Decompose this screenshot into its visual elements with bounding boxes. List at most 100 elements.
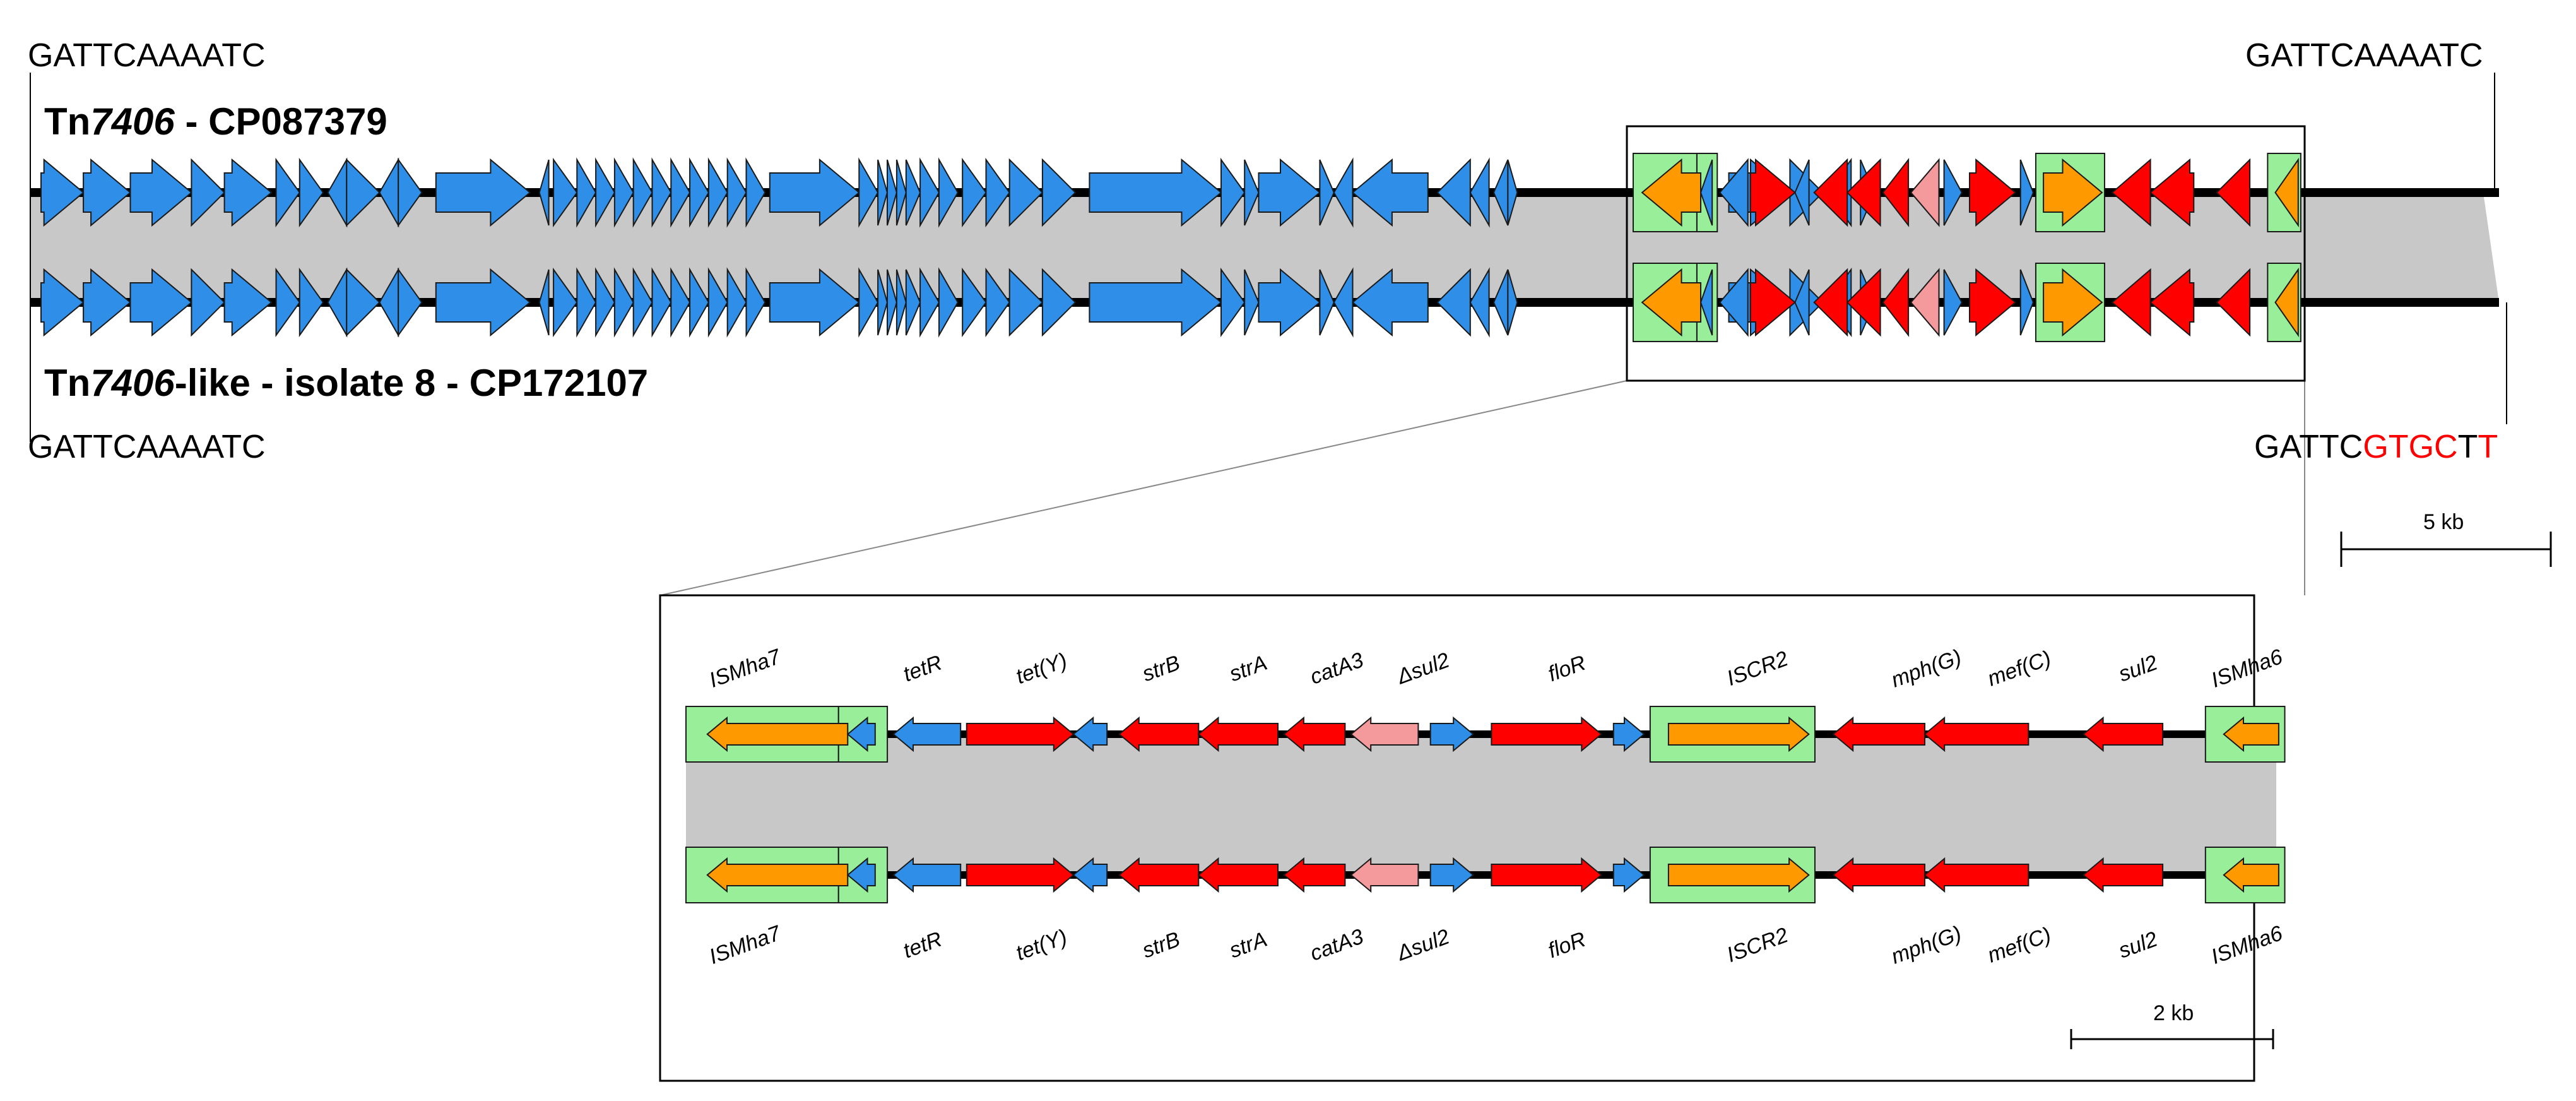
- gene-arrow: [706, 857, 849, 893]
- gene-arrow: [707, 267, 728, 338]
- site-bottom-left: GATTCAAAATC: [28, 429, 266, 465]
- gene-arrow: [553, 267, 578, 338]
- gene-arrow: [576, 157, 597, 228]
- title-rest: - CP087379: [174, 100, 387, 143]
- gene-arrow: [1244, 269, 1260, 336]
- title-number: 7406: [90, 100, 175, 143]
- gene-arrow: [83, 268, 132, 337]
- gene-arrow: [1699, 159, 1713, 226]
- gene-arrow: [538, 269, 550, 336]
- track-bottom-title: Tn7406-like - isolate 8 - CP172107: [44, 361, 648, 405]
- gene-arrow: [1244, 159, 1260, 226]
- overview-zoom-box: [1626, 125, 2306, 382]
- gene-arrow: [632, 267, 653, 338]
- gene-arrow: [689, 267, 710, 338]
- gene-arrow: [1350, 857, 1419, 893]
- gene-arrow: [613, 157, 634, 228]
- gene-arrow: [40, 158, 85, 227]
- gene-arrow: [2082, 716, 2164, 753]
- gene-arrow: [670, 267, 691, 338]
- gene-arrow: [887, 159, 897, 226]
- gene-arrow: [1491, 716, 1603, 753]
- gene-arrow: [905, 159, 921, 226]
- gene-arrow: [962, 267, 987, 338]
- site-bottom-right-part: T: [2457, 429, 2478, 465]
- gene-arrow: [1612, 716, 1645, 753]
- gene-arrow: [40, 268, 85, 337]
- gene-arrow: [846, 716, 876, 753]
- gene-arrow: [2082, 857, 2164, 893]
- overview-track-top: [40, 153, 2301, 232]
- gene-arrow: [1910, 268, 1940, 337]
- gene-arrow: [553, 157, 578, 228]
- gene-arrow: [2216, 268, 2251, 337]
- gene-arrow: [576, 267, 597, 338]
- gene-arrow: [1283, 716, 1346, 753]
- detail-track-top: [685, 706, 2286, 763]
- site-bottom-right: GATTCGTGCTT: [2254, 428, 2498, 466]
- gene-arrow: [707, 157, 728, 228]
- overview-scale-label: 5 kb: [2423, 510, 2464, 534]
- gene-arrow: [689, 157, 710, 228]
- gene-arrow: [1008, 158, 1044, 227]
- detail-homology-band: [686, 734, 2276, 875]
- gene-arrow: [745, 157, 766, 228]
- gene-arrow: [745, 267, 766, 338]
- gene-arrow: [892, 857, 962, 893]
- gene-arrow: [1923, 857, 2029, 893]
- gene-arrow: [346, 158, 381, 227]
- track-top-title: Tn7406 - CP087379: [44, 100, 387, 143]
- gene-arrow: [1832, 857, 1925, 893]
- gene-arrow: [1350, 716, 1419, 753]
- gene-arrow: [966, 857, 1075, 893]
- gene-arrow: [1910, 158, 1940, 227]
- overview-scale-bar: [2340, 532, 2552, 567]
- gene-arrow: [1749, 268, 1796, 337]
- gene-arrow: [1718, 268, 1749, 337]
- gene-arrow: [1641, 158, 1701, 227]
- detail-scale-label: 2 kb: [2153, 1001, 2194, 1025]
- gene-arrow: [1846, 268, 1881, 337]
- gene-arrow: [1667, 716, 1810, 753]
- gene-arrow: [1969, 158, 2017, 227]
- gene-arrow: [1118, 857, 1200, 893]
- gene-arrow: [1969, 268, 2017, 337]
- site-top-left: GATTCAAAATC: [28, 37, 266, 74]
- gene-arrow: [1258, 268, 1321, 337]
- gene-arrow: [1923, 716, 2029, 753]
- gene-arrow: [985, 267, 1010, 338]
- gene-arrow: [706, 716, 849, 753]
- gene-arrow: [2216, 158, 2251, 227]
- gene-arrow: [2274, 267, 2299, 338]
- gene-arrow: [895, 159, 907, 226]
- gene-arrow: [129, 158, 192, 227]
- gene-arrow: [223, 158, 273, 227]
- gene-arrow: [1319, 159, 1335, 226]
- gene-arrow: [1612, 857, 1645, 893]
- gene-arrow: [726, 157, 747, 228]
- gene-arrow: [1429, 716, 1474, 753]
- gene-arrow: [1943, 159, 1963, 226]
- gene-arrow: [858, 267, 879, 338]
- gene-arrow: [1882, 268, 1910, 337]
- gene-arrow: [2223, 857, 2279, 893]
- title-tn: Tn: [44, 100, 91, 143]
- gene-arrow: [1718, 158, 1749, 227]
- gene-arrow: [191, 268, 226, 337]
- gene-arrow: [651, 267, 672, 338]
- gene-arrow: [1118, 716, 1200, 753]
- gene-arrow: [1351, 268, 1429, 337]
- gene-arrow: [962, 157, 987, 228]
- gene-arrow: [1351, 158, 1429, 227]
- gene-arrow: [887, 269, 897, 336]
- gene-arrow: [1641, 268, 1701, 337]
- gene-arrow: [275, 157, 301, 228]
- gene-arrow: [2149, 158, 2195, 227]
- gene-arrow: [1197, 716, 1279, 753]
- gene-arrow: [1089, 158, 1222, 227]
- gene-arrow: [2043, 158, 2103, 227]
- gene-arrow: [1749, 158, 1796, 227]
- gene-arrow: [1258, 158, 1321, 227]
- gene-arrow: [938, 157, 959, 228]
